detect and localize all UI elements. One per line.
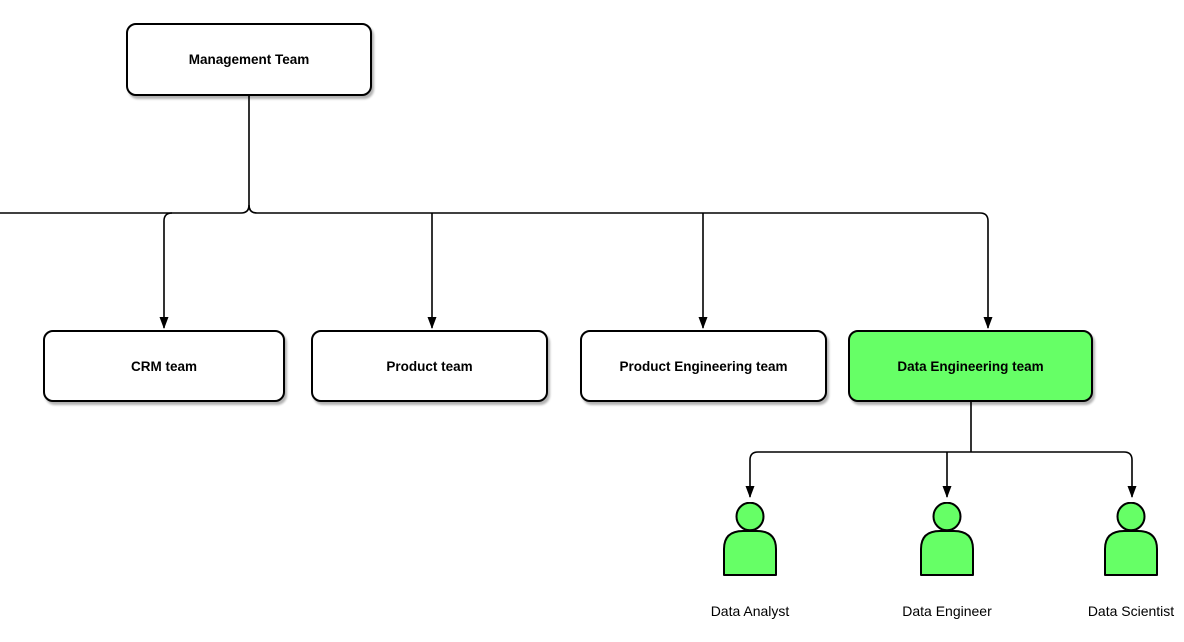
label-data-analyst: Data Analyst xyxy=(710,603,790,619)
node-data-engineering-team-label: Data Engineering team xyxy=(897,358,1044,374)
edge-bar-to-data-analyst xyxy=(745,451,759,498)
person-icon[interactable] xyxy=(1104,502,1158,576)
node-product-engineering-team[interactable]: Product Engineering team xyxy=(580,330,827,402)
label-data-engineer: Data Engineer xyxy=(902,603,992,619)
edge-management-stem-and-left-trunk xyxy=(0,96,250,214)
edge-trunk-to-crm xyxy=(159,212,173,329)
label-data-scientist: Data Scientist xyxy=(1087,603,1175,619)
node-management-team-label: Management Team xyxy=(188,52,310,67)
person-icon[interactable] xyxy=(723,502,777,576)
node-crm-team-label: CRM team xyxy=(130,358,197,374)
node-product-team[interactable]: Product team xyxy=(311,330,548,402)
node-data-engineering-team[interactable]: Data Engineering team xyxy=(848,330,1093,402)
edge-bar-to-data-scientist xyxy=(1123,451,1137,498)
node-crm-team[interactable]: CRM team xyxy=(43,330,285,402)
node-product-engineering-team-label: Product Engineering team xyxy=(619,358,788,374)
node-management-team[interactable]: Management Team xyxy=(126,23,372,96)
node-product-team-label: Product team xyxy=(386,358,473,374)
edge-management-to-data-engineering xyxy=(248,204,993,329)
person-icon[interactable] xyxy=(920,502,974,576)
